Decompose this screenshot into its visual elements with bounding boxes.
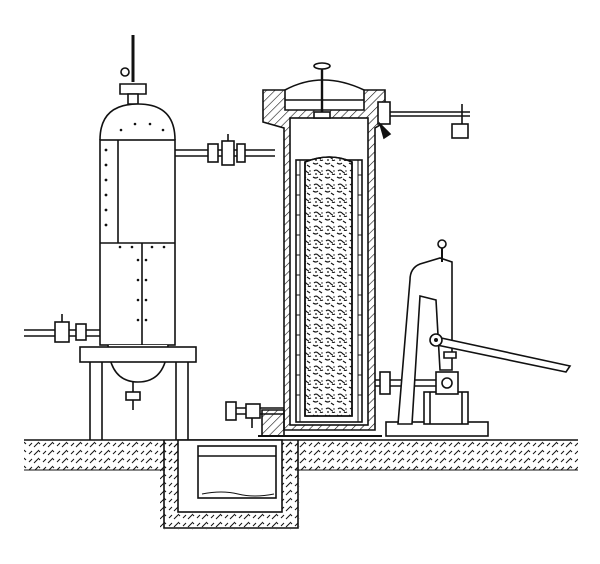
connecting-pipe-with-valve [175, 134, 275, 166]
hand-pump [385, 239, 572, 437]
ground-surface [24, 439, 578, 471]
underground-pit [160, 439, 300, 530]
central-fuel-charge [304, 156, 353, 417]
riveted-pressure-vessel [24, 35, 197, 440]
safety-valve-with-weight [377, 101, 470, 140]
